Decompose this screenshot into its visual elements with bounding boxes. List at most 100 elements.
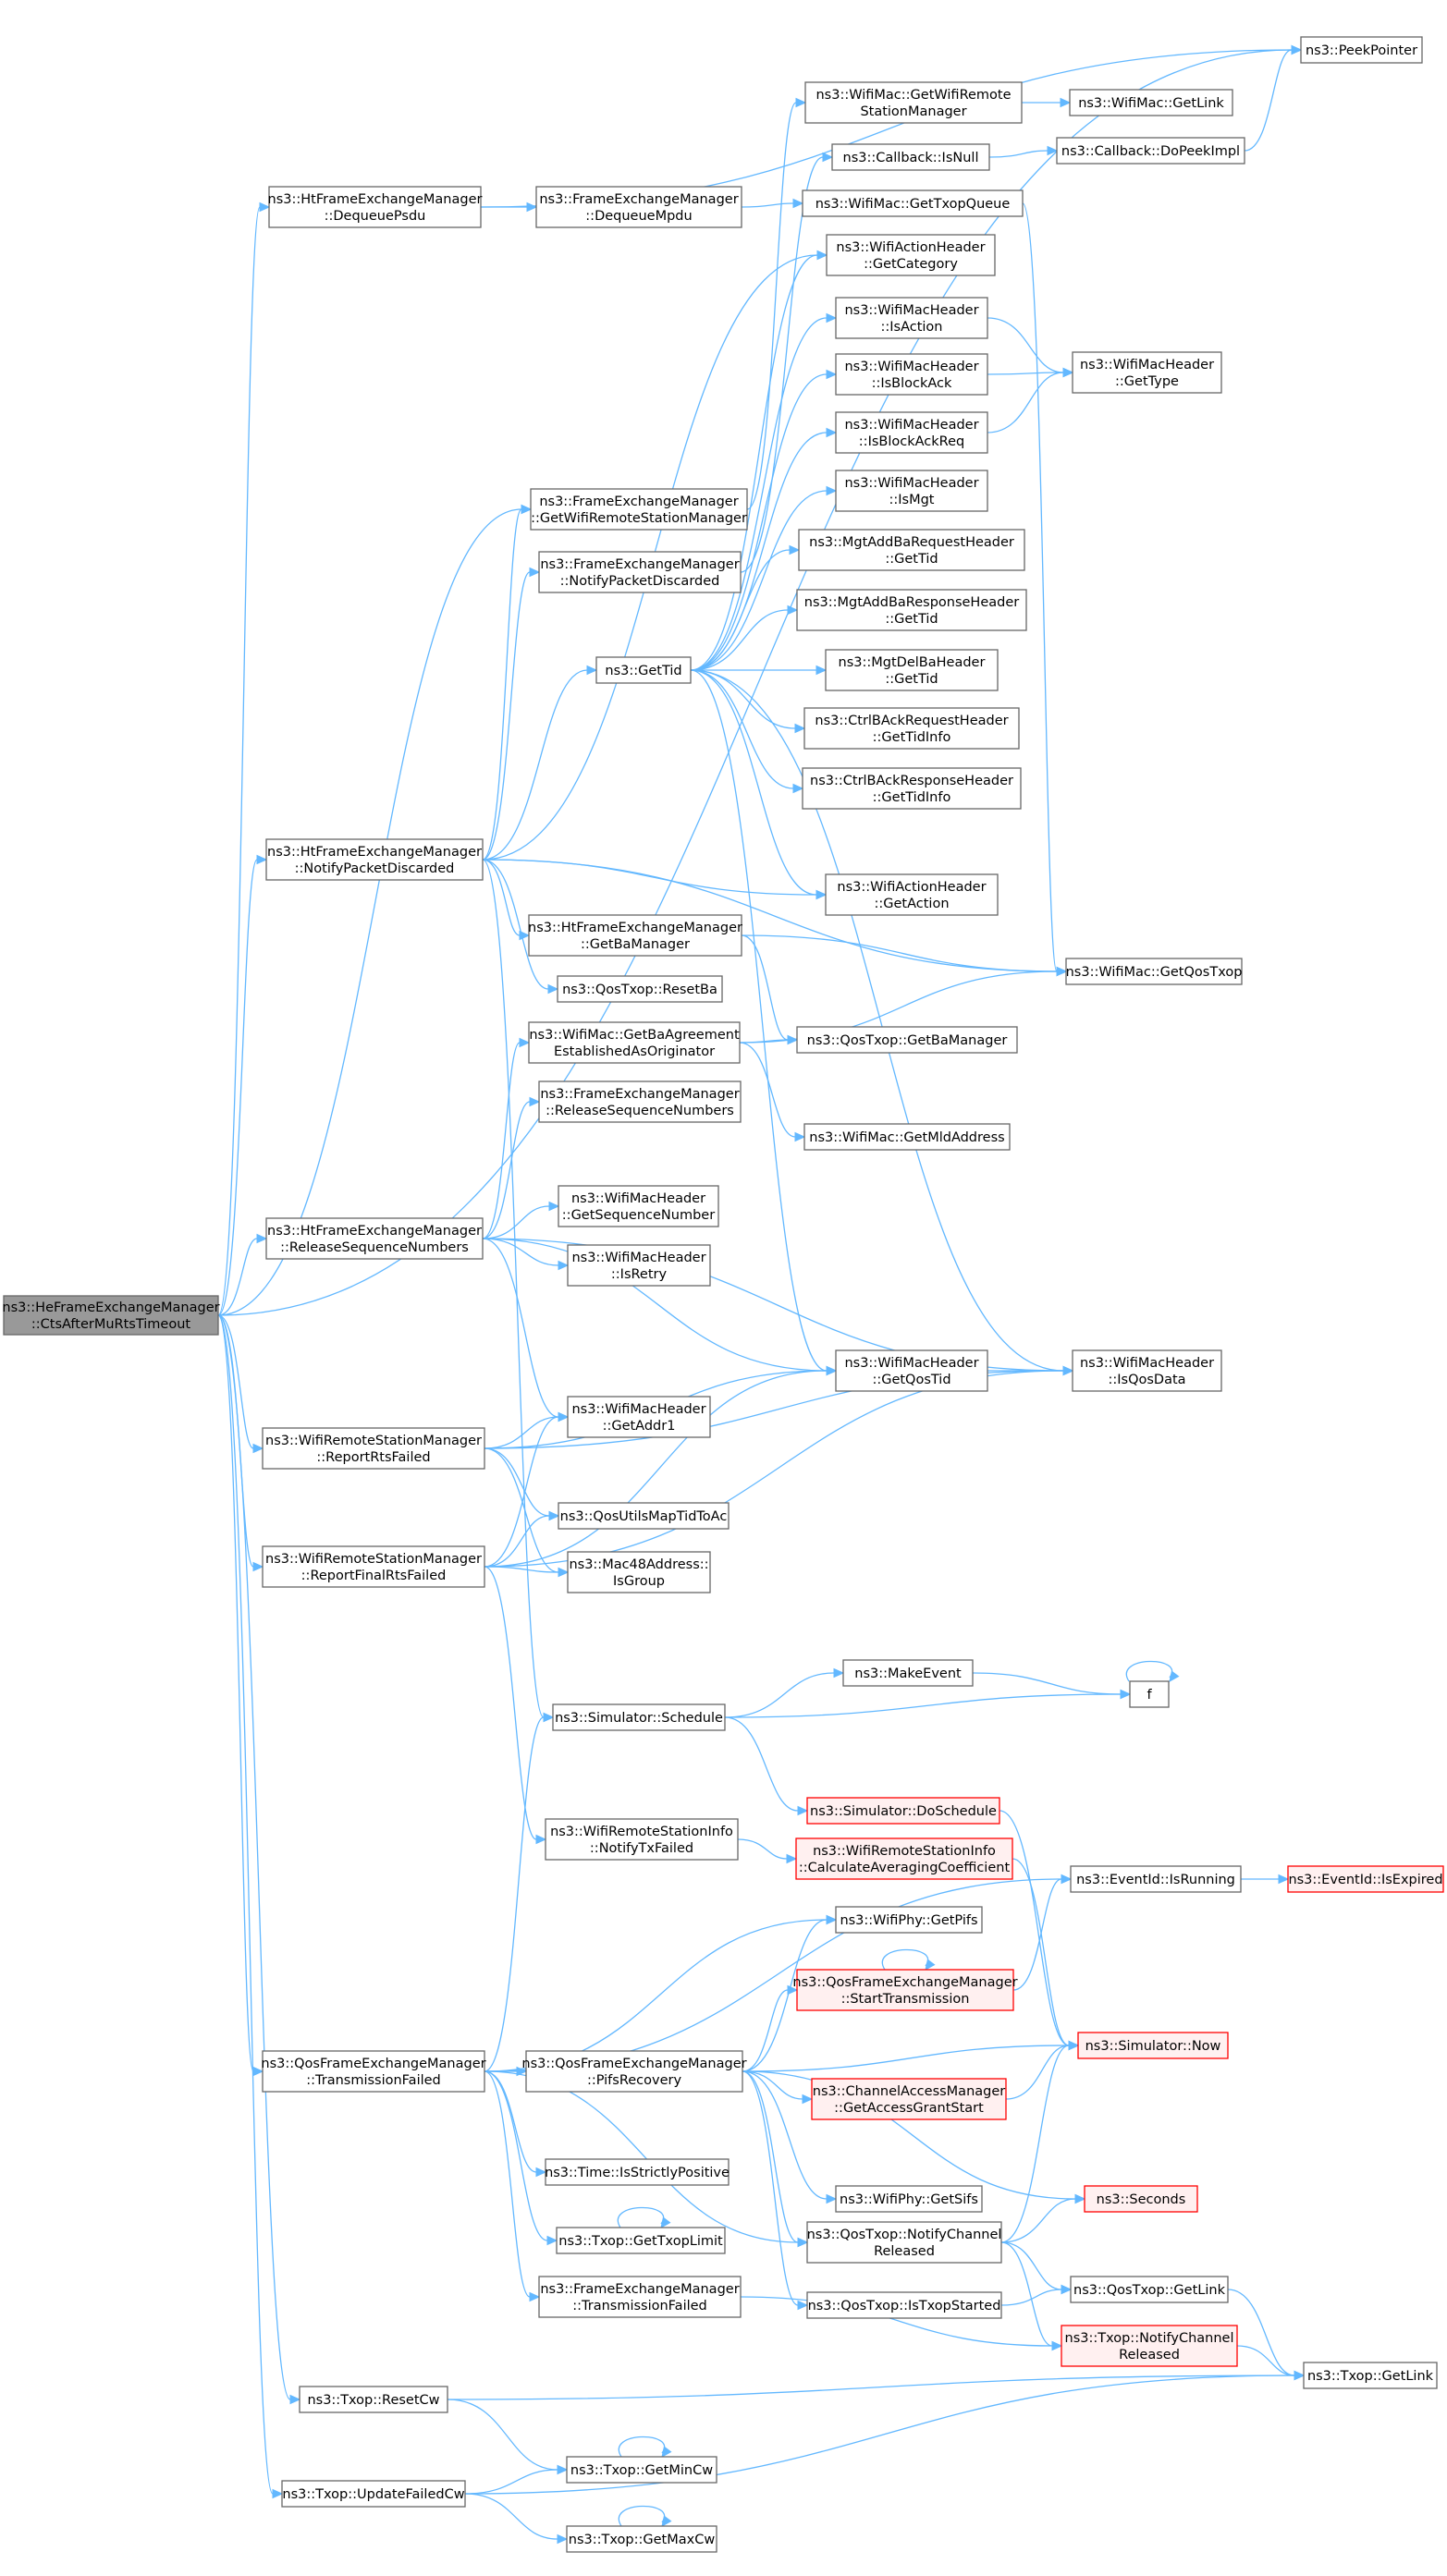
node-label: ns3::WifiMacHeader [1080, 1356, 1214, 1371]
edge-line [482, 508, 522, 861]
node-wmGetTxop[interactable]: ns3::WifiMac::GetTxopQueue [802, 189, 1024, 217]
node-qfemPifs[interactable]: ns3::QosFrameExchangeManager::PifsRecove… [521, 2050, 747, 2093]
node-wrsiNTF[interactable]: ns3::WifiRemoteStationInfo::NotifyTxFail… [545, 1818, 739, 1861]
edge-line [484, 1370, 828, 1568]
node-simSchedule[interactable]: ns3::Simulator::Schedule [552, 1703, 726, 1731]
node-txopGetMaxCw[interactable]: ns3::Txop::GetMaxCw [566, 2525, 717, 2553]
node-htDeq[interactable]: ns3::HtFrameExchangeManager::DequeuePsdu [268, 186, 483, 228]
node-qtResetBa[interactable]: ns3::QosTxop::ResetBa [557, 975, 723, 1003]
node-box [1084, 2185, 1198, 2213]
edge-arrowhead [797, 1805, 809, 1816]
node-wmGetQosTxop[interactable]: ns3::WifiMac::GetQosTxop [1065, 958, 1243, 985]
node-wahGetAction[interactable]: ns3::WifiActionHeader::GetAction [825, 873, 999, 916]
node-wmGetBaAgr[interactable]: ns3::WifiMac::GetBaAgreementEstablishedA… [528, 1021, 741, 1064]
node-wmhIsRetry[interactable]: ns3::WifiMacHeader::IsRetry [567, 1244, 711, 1287]
node-peek[interactable]: ns3::PeekPointer [1300, 36, 1423, 64]
node-label: ::IsBlockAck [872, 376, 952, 391]
node-wmhGetAddr1[interactable]: ns3::WifiMacHeader::GetAddr1 [567, 1396, 711, 1438]
node-wrsmRFRF[interactable]: ns3::WifiRemoteStationManager::ReportFin… [262, 1545, 485, 1588]
node-htGetBaMgr[interactable]: ns3::HtFrameExchangeManager::GetBaManage… [528, 914, 742, 957]
edge-line [1012, 1878, 1062, 1991]
node-simNow[interactable]: ns3::Simulator::Now [1077, 2032, 1229, 2059]
node-mgtDel[interactable]: ns3::MgtDelBaHeader::GetTid [825, 649, 999, 691]
edge-arrowhead [1278, 1874, 1290, 1885]
edge-wrsmRFRF-to-wmhGetQosTid [484, 1365, 838, 1568]
edge-getTid-to-ctrlResp [690, 669, 804, 794]
node-label: ::GetTid [885, 672, 938, 687]
node-qtGetTxopLimit[interactable]: ns3::Txop::GetTxopLimit [556, 2227, 726, 2254]
node-qosUtils[interactable]: ns3::QosUtilsMapTidToAc [558, 1502, 730, 1530]
node-root[interactable]: ns3::HeFrameExchangeManager::CtsAfterMuR… [2, 1295, 220, 1336]
node-getTid[interactable]: ns3::GetTid [595, 656, 692, 684]
node-wmGetWRSM[interactable]: ns3::WifiMac::GetWifiRemoteStationManage… [804, 81, 1023, 124]
node-label: ns3::MgtAddBaResponseHeader [804, 595, 1020, 610]
node-qtGetBaMgr[interactable]: ns3::QosTxop::GetBaManager [796, 1026, 1018, 1054]
node-f[interactable]: f [1129, 1680, 1170, 1708]
node-makeEvent[interactable]: ns3::MakeEvent [842, 1659, 974, 1687]
node-wmGetLink[interactable]: ns3::WifiMac::GetLink [1069, 89, 1233, 116]
node-mgtAddReq[interactable]: ns3::MgtAddBaRequestHeader::GetTid [798, 529, 1025, 571]
node-box [1072, 1349, 1222, 1392]
node-cbDoPeek[interactable]: ns3::Callback::DoPeekImpl [1056, 137, 1245, 165]
edge-htRSN-to-wmhGetAddr1 [482, 1238, 570, 1422]
node-wpGetSifs[interactable]: ns3::WifiPhy::GetSifs [835, 2185, 983, 2213]
node-label: ns3::WifiMacHeader [571, 1402, 705, 1417]
node-wmhIsBA[interactable]: ns3::WifiMacHeader::IsBlockAck [835, 353, 988, 396]
node-simDoSched[interactable]: ns3::Simulator::DoSchedule [806, 1797, 1000, 1825]
node-qfemStartTx[interactable]: ns3::QosFrameExchangeManager::StartTrans… [792, 1969, 1018, 2011]
node-label: ns3::FrameExchangeManager [540, 2282, 739, 2297]
node-wrsiCAC[interactable]: ns3::WifiRemoteStationInfo::CalculateAve… [795, 1837, 1013, 1880]
node-wmhIsAction[interactable]: ns3::WifiMacHeader::IsAction [835, 297, 988, 339]
node-evIsExpired[interactable]: ns3::EventId::IsExpired [1287, 1865, 1444, 1893]
node-wmhGetSeq[interactable]: ns3::WifiMacHeader::GetSequenceNumber [558, 1185, 719, 1227]
node-ctrlReq[interactable]: ns3::CtrlBAckRequestHeader::GetTidInfo [803, 707, 1020, 750]
node-qtIsTxopStarted[interactable]: ns3::QosTxop::IsTxopStarted [806, 2291, 1002, 2319]
node-wmhIsQosData[interactable]: ns3::WifiMacHeader::IsQosData [1072, 1349, 1222, 1392]
node-qfemTF[interactable]: ns3::QosFrameExchangeManager::Transmissi… [261, 2050, 486, 2093]
node-femNPD[interactable]: ns3::FrameExchangeManager::NotifyPacketD… [538, 551, 742, 593]
node-wmhIsBAR[interactable]: ns3::WifiMacHeader::IsBlockAckReq [835, 411, 988, 454]
node-mgtAddResp[interactable]: ns3::MgtAddBaResponseHeader::GetTid [796, 589, 1027, 631]
node-qtGetLink[interactable]: ns3::QosTxop::GetLink [1070, 2276, 1229, 2303]
node-txopUFC[interactable]: ns3::Txop::UpdateFailedCw [281, 2480, 466, 2508]
edge-arrowhead [822, 152, 834, 163]
node-timeIsSP[interactable]: ns3::Time::IsStrictlyPositive [545, 2158, 730, 2186]
edge-qtGetTxopLimit-to-qtGetTxopLimit [617, 2206, 671, 2228]
node-femTF[interactable]: ns3::FrameExchangeManager::TransmissionF… [538, 2276, 742, 2318]
node-wahGetCat[interactable]: ns3::WifiActionHeader::GetCategory [826, 234, 996, 276]
node-wmhGetQosTid[interactable]: ns3::WifiMacHeader::GetQosTid [835, 1349, 988, 1392]
edge-line [690, 669, 794, 789]
node-htNPD[interactable]: ns3::HtFrameExchangeManager::NotifyPacke… [265, 838, 484, 881]
node-box [262, 1427, 485, 1470]
node-wmhGetType[interactable]: ns3::WifiMacHeader::GetType [1072, 351, 1222, 394]
node-wrsmRRF[interactable]: ns3::WifiRemoteStationManager::ReportRts… [262, 1427, 485, 1470]
node-wpGetPifs[interactable]: ns3::WifiPhy::GetPifs [835, 1906, 983, 1934]
node-label: ns3::EventId::IsExpired [1288, 1873, 1442, 1887]
node-ctrlResp[interactable]: ns3::CtrlBAckResponseHeader::GetTidInfo [802, 767, 1022, 810]
node-femDeq[interactable]: ns3::FrameExchangeManager::DequeueMpdu [535, 186, 742, 228]
node-femRSN[interactable]: ns3::FrameExchangeManager::ReleaseSequen… [538, 1080, 742, 1123]
edge-arrowhead [787, 1984, 799, 1996]
node-label: ns3::HtFrameExchangeManager [267, 1224, 482, 1239]
node-txopGetMinCw[interactable]: ns3::Txop::GetMinCw [566, 2456, 717, 2484]
edge-f-to-f [1125, 1660, 1180, 1682]
node-camGAGS[interactable]: ns3::ChannelAccessManager::GetAccessGran… [811, 2078, 1007, 2120]
node-txopResetCw[interactable]: ns3::Txop::ResetCw [299, 2386, 448, 2413]
node-wmhIsMgt[interactable]: ns3::WifiMacHeader::IsMgt [835, 470, 988, 512]
node-txopGetLink[interactable]: ns3::Txop::GetLink [1303, 2362, 1438, 2389]
node-label: ns3::WifiRemoteStationManager [265, 1552, 482, 1567]
node-macIsGroup[interactable]: ns3::Mac48Address::IsGroup [567, 1551, 711, 1593]
node-cbIsNull[interactable]: ns3::Callback::IsNull [831, 143, 990, 171]
node-htRSN[interactable]: ns3::HtFrameExchangeManager::ReleaseSequ… [265, 1217, 484, 1260]
node-seconds[interactable]: ns3::Seconds [1084, 2185, 1198, 2213]
node-evIsRunning[interactable]: ns3::EventId::IsRunning [1070, 1865, 1242, 1893]
node-femGetWRSM[interactable]: ns3::FrameExchangeManager::GetWifiRemote… [530, 488, 748, 531]
edge-line [987, 317, 1064, 373]
node-wmGetMld[interactable]: ns3::WifiMac::GetMldAddress [803, 1123, 1011, 1151]
node-label: ::GetAction [874, 897, 949, 911]
node-box [806, 2291, 1002, 2319]
edge-line [217, 1314, 254, 2072]
